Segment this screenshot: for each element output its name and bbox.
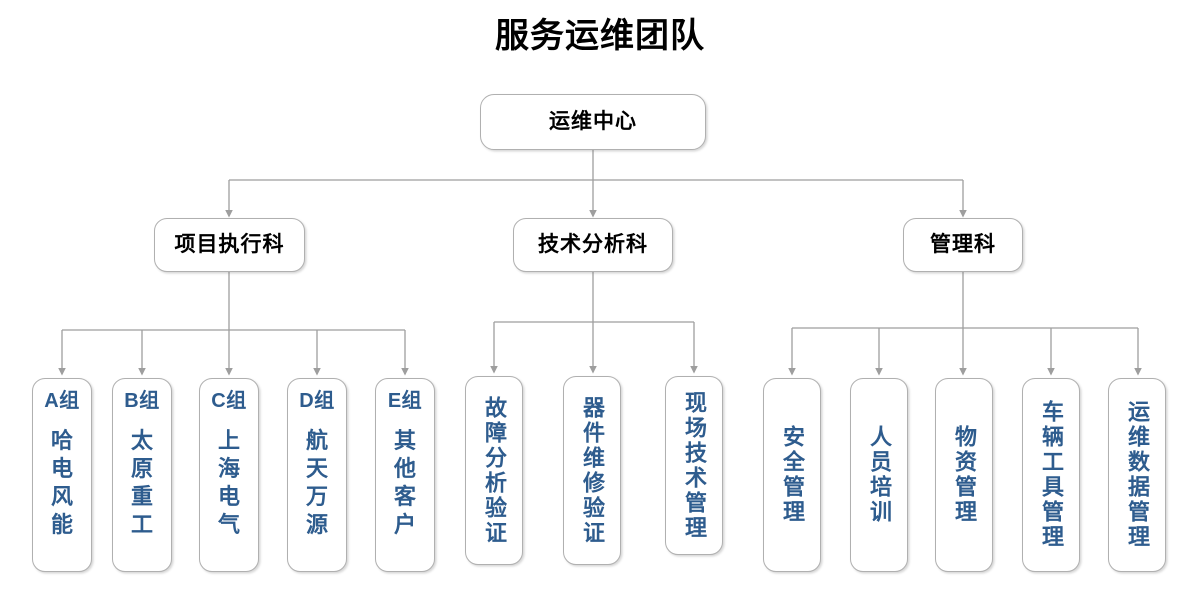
node-dept-project-execution[interactable]: 项目执行科 xyxy=(154,218,305,272)
group-client-label: 太原重工 xyxy=(130,428,153,537)
node-group-c[interactable]: C组 上海电气 xyxy=(199,378,259,572)
node-tech-label: 现场技术管理 xyxy=(682,390,707,541)
node-group-e[interactable]: E组 其他客户 xyxy=(375,378,435,572)
node-root-ops-center[interactable]: 运维中心 xyxy=(480,94,706,150)
page-title: 服务运维团队 xyxy=(495,17,705,55)
node-dept-technical-analysis[interactable]: 技术分析科 xyxy=(513,218,673,272)
node-dept-label: 技术分析科 xyxy=(538,233,648,256)
group-client-label: 航天万源 xyxy=(305,428,328,537)
node-tech-onsite-management[interactable]: 现场技术管理 xyxy=(665,376,723,555)
node-group-a[interactable]: A组 哈电风能 xyxy=(32,378,92,572)
node-tech-component-repair[interactable]: 器件维修验证 xyxy=(563,376,621,565)
node-tech-fault-analysis[interactable]: 故障分析验证 xyxy=(465,376,523,565)
group-code-label: E组 xyxy=(387,390,423,412)
node-group-d[interactable]: D组 航天万源 xyxy=(287,378,347,572)
group-client-label: 上海电气 xyxy=(217,428,240,537)
node-dept-label: 项目执行科 xyxy=(174,233,285,256)
group-code-label: D组 xyxy=(299,390,335,412)
node-root-label: 运维中心 xyxy=(549,110,637,133)
node-mgmt-label: 安全管理 xyxy=(780,425,805,525)
node-mgmt-label: 车辆工具管理 xyxy=(1039,400,1064,550)
group-client-label: 其他客户 xyxy=(393,428,416,537)
node-group-b[interactable]: B组 太原重工 xyxy=(112,378,172,572)
group-code-label: A组 xyxy=(44,390,80,412)
node-dept-label: 管理科 xyxy=(930,233,996,256)
node-mgmt-safety[interactable]: 安全管理 xyxy=(763,378,821,572)
group-client-label: 哈电风能 xyxy=(50,428,73,537)
node-mgmt-label: 物资管理 xyxy=(952,425,977,525)
node-mgmt-personnel-training[interactable]: 人员培训 xyxy=(850,378,908,572)
group-code-label: B组 xyxy=(124,390,160,412)
node-tech-label: 器件维修验证 xyxy=(580,395,605,546)
node-mgmt-label: 人员培训 xyxy=(867,425,892,525)
node-dept-management[interactable]: 管理科 xyxy=(903,218,1023,272)
node-mgmt-materials[interactable]: 物资管理 xyxy=(935,378,993,572)
node-mgmt-ops-data[interactable]: 运维数据管理 xyxy=(1108,378,1166,572)
group-code-label: C组 xyxy=(211,390,247,412)
node-mgmt-vehicle-tools[interactable]: 车辆工具管理 xyxy=(1022,378,1080,572)
node-mgmt-label: 运维数据管理 xyxy=(1125,400,1150,550)
node-tech-label: 故障分析验证 xyxy=(482,395,507,546)
